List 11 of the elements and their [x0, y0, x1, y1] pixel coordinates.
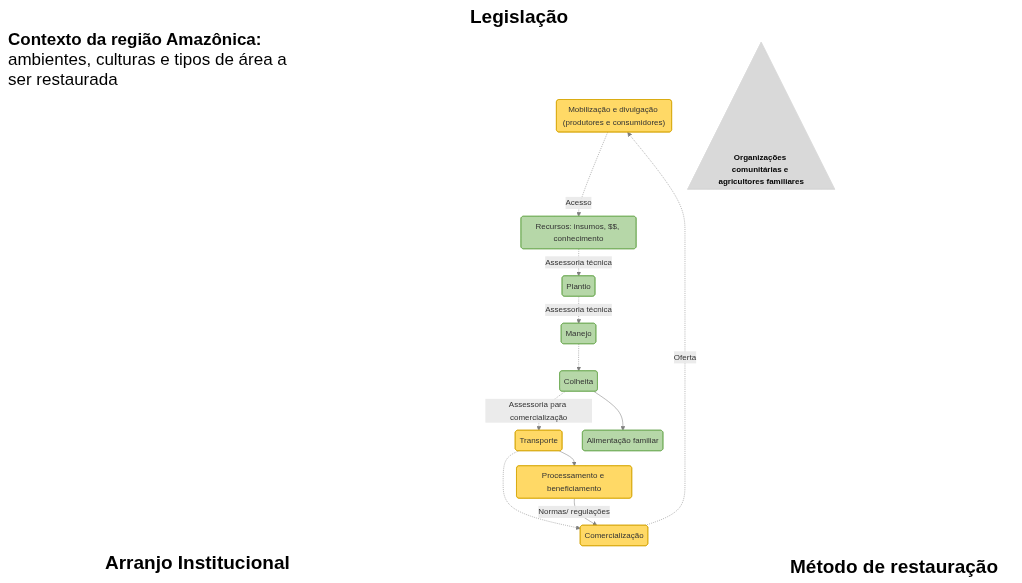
edge-label: Normas/ regulações [538, 506, 610, 516]
context-heading: Contexto da região Amazônica: [8, 30, 263, 50]
edge-label: Assessoria técnica [545, 257, 612, 267]
corner-label: Legislação [470, 6, 569, 28]
edge-label: Assessoria técnica [545, 304, 612, 314]
corner-label: Método de restauração [790, 556, 998, 578]
edge-label: Oferta [673, 352, 697, 362]
edge-label: Acesso [565, 197, 592, 207]
corner-label: Arranjo Institucional [105, 552, 290, 574]
edge-label: Assessoria para comercialização [508, 399, 568, 421]
context-note: ambientes, culturas e tipos de área a ser restaurada [8, 50, 288, 90]
